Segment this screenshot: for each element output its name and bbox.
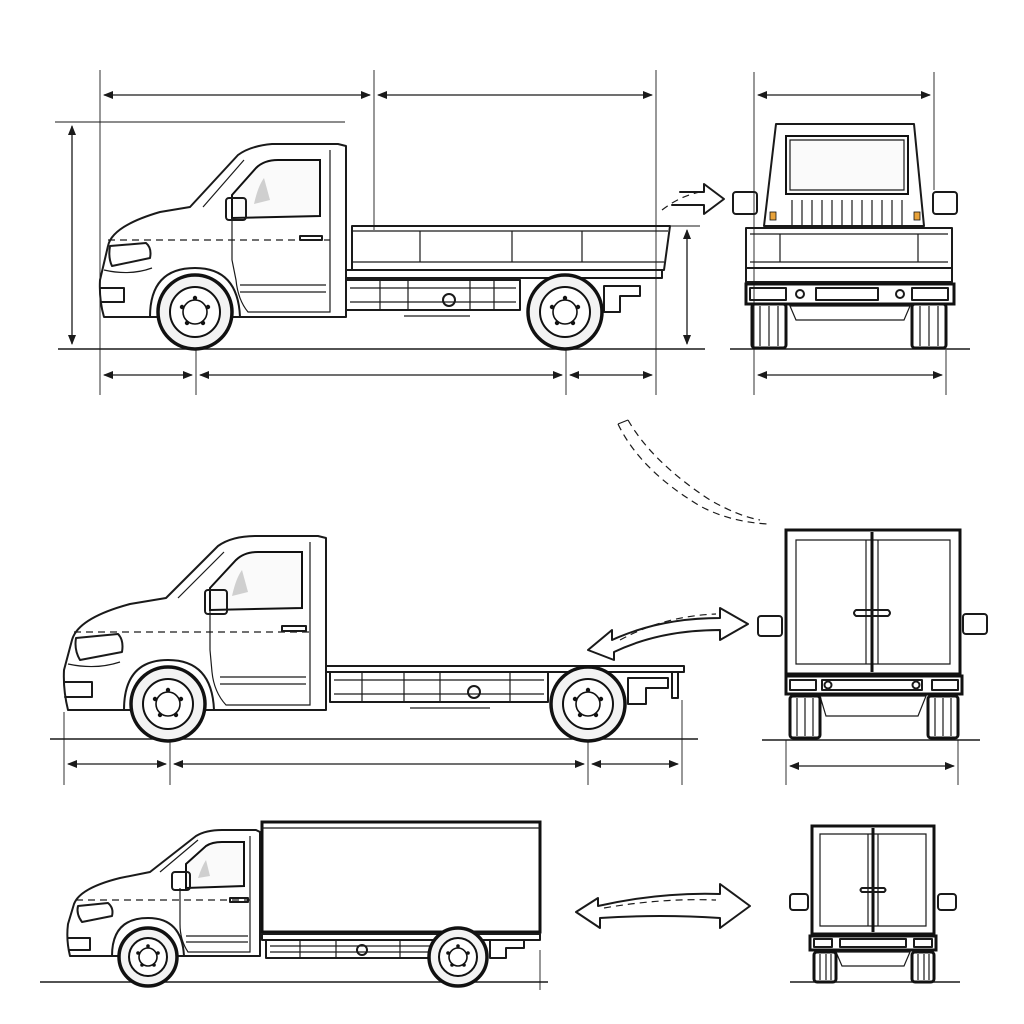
fog-lamp [67,937,91,951]
side-window [209,551,303,612]
door-handle [229,897,249,903]
rear-doors [810,824,936,936]
cab [98,143,347,318]
dimension-lines [68,91,691,379]
headlight [76,902,114,923]
mirror [171,871,191,891]
view-arrow-2 [587,607,749,661]
rear-view-box [789,824,960,984]
headlight [74,633,124,661]
cab [66,829,261,957]
license-plate [821,679,923,691]
tail-lamp-right [913,938,933,948]
door-latch [853,609,891,617]
cab-back [763,123,925,227]
rear-bumper [744,282,956,306]
rear-window [785,135,909,195]
right-mirror [962,613,988,635]
cab [62,535,327,711]
left-marker-lamp [769,211,777,221]
side-view-box [40,820,548,990]
front-wheel [156,273,234,351]
rear-doors [784,528,962,676]
tail-lamp-left [789,679,817,691]
front-wheel [129,665,207,743]
rear-bumper [808,934,938,952]
side-window [185,841,245,890]
side-window [231,159,321,220]
fog-lamp [99,287,125,303]
headlight [108,242,152,267]
view-arrow-3 [575,883,751,929]
rear-tires [812,950,936,984]
tail-lamp-left [813,938,833,948]
right-mirror [932,191,958,215]
extension-lines [785,740,959,785]
chassis-frame [261,933,541,959]
tail-lamp-right [931,679,959,691]
left-mirror [757,615,783,637]
mirror [225,197,247,221]
front-wheel [117,926,179,988]
extension-lines [63,700,683,785]
rear-tires [788,694,960,740]
rear-wheel [427,926,489,988]
chassis-frame [325,665,685,709]
tow-hitch [489,939,525,959]
license-plate [815,287,879,301]
right-marker-lamp [913,211,921,221]
rear-bumper [784,674,964,696]
license-plate [839,938,907,948]
tow-hitch [603,285,641,313]
view-arrow-1 [661,183,725,215]
door-latch [859,887,887,893]
rear-view-dropside [730,72,970,395]
tail-lamp-left [749,287,787,301]
rear-wheel [526,273,604,351]
chassis-frame [345,279,641,317]
rear-view-chassis [757,528,988,785]
side-view-dropside [55,70,705,395]
rear-wheel [549,665,627,743]
right-mirror [937,893,957,911]
view-swoosh [617,419,769,525]
extension-lines [55,70,700,395]
rear-tires [750,302,948,350]
tow-hitch [627,677,669,705]
left-mirror [789,893,809,911]
side-view-chassis [50,535,698,785]
dropside-bed [345,225,671,279]
cargo-box [260,820,542,934]
fog-lamp [63,681,93,698]
left-mirror [732,191,758,215]
door-handle [299,235,323,241]
tail-lamp-right [911,287,949,301]
mirror [204,589,228,615]
door-handle [281,625,307,632]
